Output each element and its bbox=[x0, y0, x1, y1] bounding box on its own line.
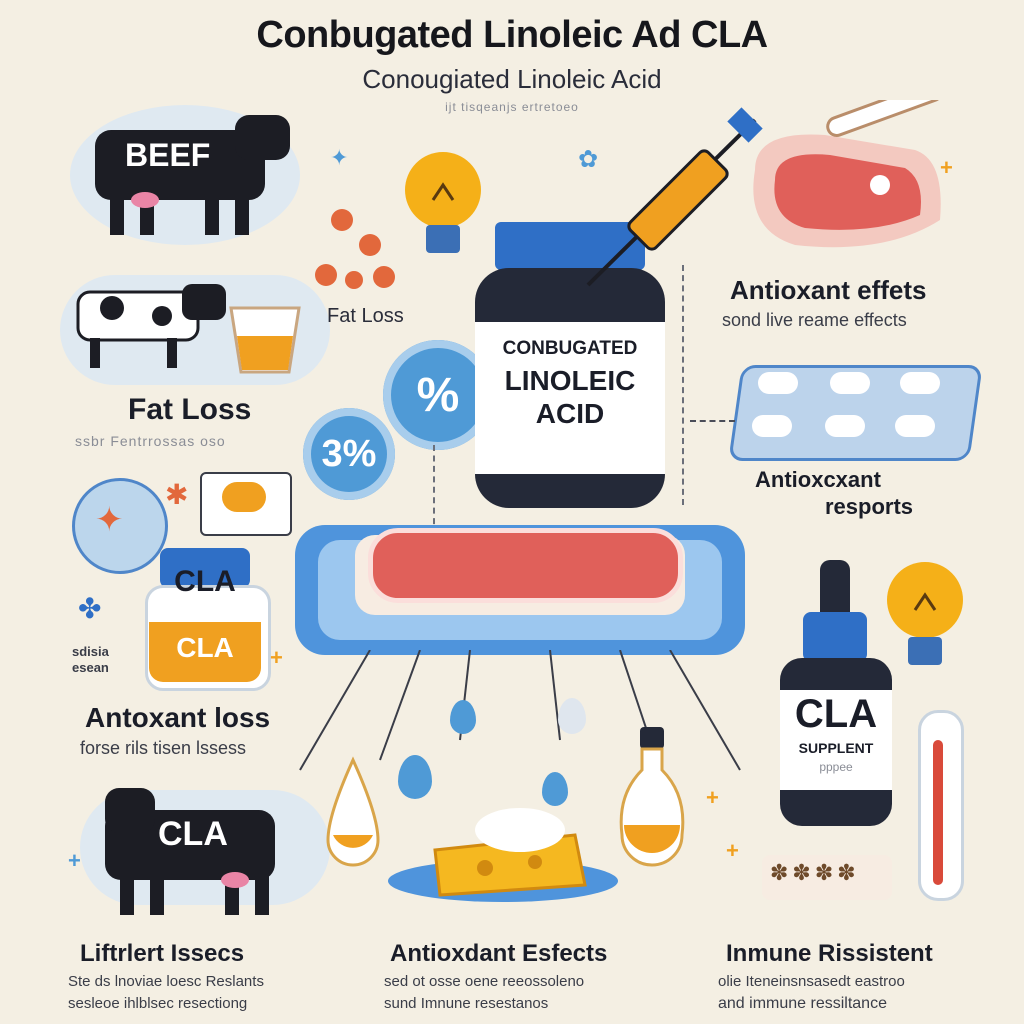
responses-title-2: resports bbox=[825, 494, 914, 519]
fat-loss-title: Fat Loss bbox=[128, 393, 252, 426]
plus-blue-icon: + bbox=[68, 848, 81, 873]
jar-line-1: CONBUGATED bbox=[502, 338, 638, 359]
plus-icon: + bbox=[726, 838, 739, 863]
fat-loss-caption: ssbr Fentrrossas oso bbox=[75, 433, 226, 449]
nuts-tray bbox=[762, 855, 892, 900]
pill-icon bbox=[830, 372, 870, 394]
syringe-icon bbox=[586, 107, 763, 287]
connector-line bbox=[433, 445, 435, 545]
faint-caption: ijt tisqeanjs ertretoeo bbox=[445, 100, 579, 114]
connector-line bbox=[682, 265, 684, 505]
col3-title: Inmune Rissistent bbox=[726, 940, 933, 967]
page-subtitle: Conougiated Linoleic Acid bbox=[362, 64, 662, 94]
jar-lid bbox=[495, 222, 645, 270]
lightbulb-icon bbox=[887, 562, 963, 665]
lightbulb-icon bbox=[405, 152, 481, 253]
water-drop-icon bbox=[542, 772, 568, 806]
antioxidant-title: Antioxant effets bbox=[730, 275, 927, 305]
bottle-label-sub: SUPPLENT bbox=[798, 740, 874, 756]
beef-badge: BEEF bbox=[125, 137, 211, 173]
pill-icon bbox=[900, 372, 940, 394]
plus-icon: + bbox=[940, 155, 953, 180]
cla-jar-label-bottom: CLA bbox=[176, 632, 234, 663]
spotted-cow-icon bbox=[76, 284, 226, 368]
oil-drop-icon bbox=[326, 756, 380, 867]
antioxidant-caption: sond live reame effects bbox=[722, 310, 907, 330]
col2-line-1: sed ot osse oene reeossoleno bbox=[384, 973, 585, 990]
pill-icon bbox=[758, 372, 798, 394]
cla-jar-label-top: CLA bbox=[174, 565, 236, 598]
col3-line-2: and immune ressiltance bbox=[718, 995, 887, 1012]
sparkle-orange-icon: ✱ bbox=[165, 479, 189, 510]
steak-icon bbox=[368, 528, 683, 603]
cla-jar-fill bbox=[149, 622, 261, 682]
jar-line-2: LINOLEIC bbox=[504, 365, 636, 396]
pill-icon bbox=[825, 415, 865, 437]
cla-jar-lid bbox=[160, 548, 250, 588]
thermometer-fill bbox=[933, 740, 943, 885]
bottle-label-faint: pppee bbox=[819, 760, 853, 774]
water-drop-icon bbox=[450, 700, 476, 734]
percent-badge-a: % bbox=[383, 340, 493, 450]
nut-icon bbox=[222, 482, 266, 512]
side-caption-2: esean bbox=[72, 660, 109, 675]
cheese-icon bbox=[433, 808, 587, 897]
fat-loss-label: Fat Loss bbox=[327, 305, 404, 327]
pill-icon bbox=[895, 415, 935, 437]
antoxant-title: Antoxant loss bbox=[85, 702, 271, 733]
orb-badge bbox=[72, 478, 168, 574]
plus-icon: + bbox=[270, 645, 283, 670]
plus-icon: + bbox=[706, 785, 719, 810]
molecule-icon bbox=[315, 209, 395, 289]
steak-icon bbox=[753, 100, 944, 248]
pill-icon bbox=[752, 415, 792, 437]
page-title: Conbugated Linoleic Ad CLA bbox=[256, 14, 768, 56]
water-drop-icon bbox=[558, 698, 586, 734]
nuts-icon: ✽✽✽✽ bbox=[770, 860, 860, 885]
col1-title: Liftrlert Issecs bbox=[80, 940, 245, 967]
col1-line-1: Ste ds lnoviae loesc Reslants bbox=[68, 973, 264, 990]
col2-title: Antioxdant Esfects bbox=[390, 940, 608, 967]
col3-line-1: olie Iteneinsnsasedt eastroo bbox=[718, 973, 905, 990]
side-caption-1: sdisia bbox=[72, 644, 109, 659]
connector-line bbox=[690, 420, 735, 422]
star-icon: ✦ bbox=[95, 501, 124, 539]
col1-line-2: sesleoe ihlblsec resectiong bbox=[68, 995, 248, 1012]
responses-title-1: Antioxcxant bbox=[755, 467, 881, 492]
bottle-label bbox=[780, 690, 892, 790]
oil-bottle-icon bbox=[619, 727, 685, 867]
jar-label bbox=[475, 322, 665, 474]
sparkle-icon: ✦ bbox=[330, 145, 349, 170]
cla-cow-icon bbox=[105, 788, 275, 915]
clover-icon: ✤ bbox=[78, 593, 102, 624]
cla-cow-badge: CLA bbox=[158, 815, 228, 853]
dropper-cap bbox=[820, 560, 850, 620]
col2-line-2: sund Imnune resestanos bbox=[384, 995, 549, 1012]
sparkle-blue-icon: ✿ bbox=[578, 146, 599, 173]
bottle-label-main: CLA bbox=[794, 692, 878, 736]
water-drop-icon bbox=[398, 755, 432, 799]
beef-cow-icon bbox=[95, 115, 290, 235]
antoxant-caption: forse rils tisen lssess bbox=[80, 738, 247, 758]
dropper-collar bbox=[803, 612, 867, 662]
percent-badge-b: 3% bbox=[303, 408, 395, 500]
jar-line-3: ACID bbox=[535, 398, 605, 429]
oil-glass-icon bbox=[229, 306, 301, 374]
